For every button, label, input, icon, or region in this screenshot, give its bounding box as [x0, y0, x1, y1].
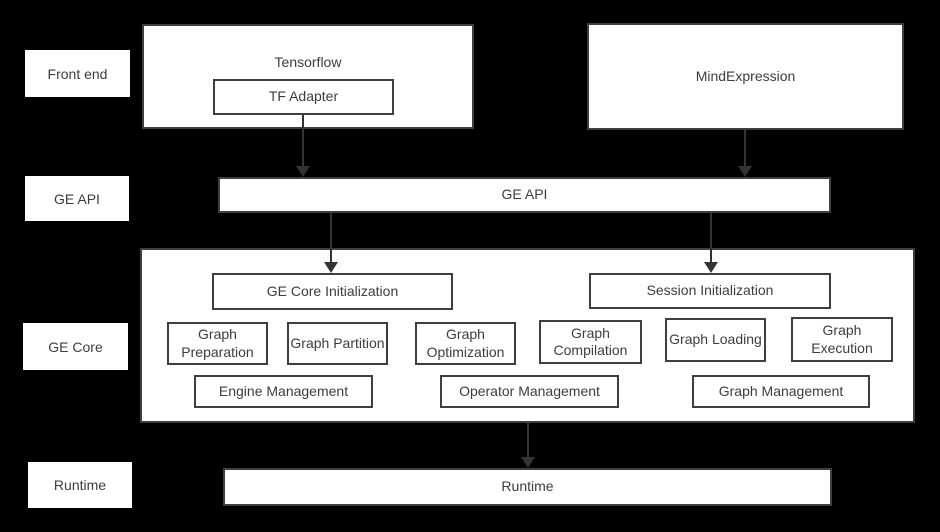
arrow-shaft: [527, 423, 529, 459]
arrow-ge-api-to-ge-core-init: [323, 213, 339, 273]
arrow-mind-expression-to-ge-api: [737, 130, 753, 177]
graph-preparation-box: Graph Preparation: [167, 322, 268, 365]
ge-api-box: GE API: [218, 177, 831, 213]
mind-expression-box: MindExpression: [587, 23, 904, 130]
graph-management-box: Graph Management: [692, 375, 870, 408]
arrow-head-icon: [324, 262, 338, 273]
layer-label-front-end: Front end: [25, 50, 130, 97]
tensorflow-label: Tensorflow: [274, 54, 342, 70]
arrow-head-icon: [521, 457, 535, 468]
ge-core-box: GE Core Initialization Session Initializ…: [140, 248, 915, 423]
session-initialization-box: Session Initialization: [589, 273, 831, 309]
arrow-ge-api-to-session-init: [703, 213, 719, 273]
arrow-tf-adapter-to-ge-api: [295, 115, 311, 177]
graph-compilation-box: Graph Compilation: [539, 320, 642, 364]
arrow-head-icon: [738, 166, 752, 177]
operator-management-box: Operator Management: [440, 375, 619, 408]
graph-loading-box: Graph Loading: [665, 318, 766, 362]
arrow-shaft: [302, 115, 304, 168]
graph-execution-box: Graph Execution: [791, 317, 893, 362]
tensorflow-box: Tensorflow TF Adapter: [142, 24, 474, 129]
arrow-shaft: [744, 130, 746, 168]
graph-optimization-box: Graph Optimization: [415, 322, 516, 365]
arrow-head-icon: [296, 166, 310, 177]
arrow-shaft: [710, 213, 712, 264]
layer-label-ge-api: GE API: [25, 176, 129, 221]
ge-core-initialization-box: GE Core Initialization: [212, 273, 453, 310]
graph-partition-box: Graph Partition: [287, 322, 388, 365]
arrow-ge-core-to-runtime: [520, 423, 536, 468]
layer-label-runtime: Runtime: [28, 462, 132, 508]
arrow-head-icon: [704, 262, 718, 273]
arrow-shaft: [330, 213, 332, 264]
runtime-box: Runtime: [223, 468, 832, 506]
tf-adapter-box: TF Adapter: [213, 79, 394, 115]
layer-label-ge-core: GE Core: [23, 323, 128, 370]
engine-management-box: Engine Management: [194, 375, 373, 408]
